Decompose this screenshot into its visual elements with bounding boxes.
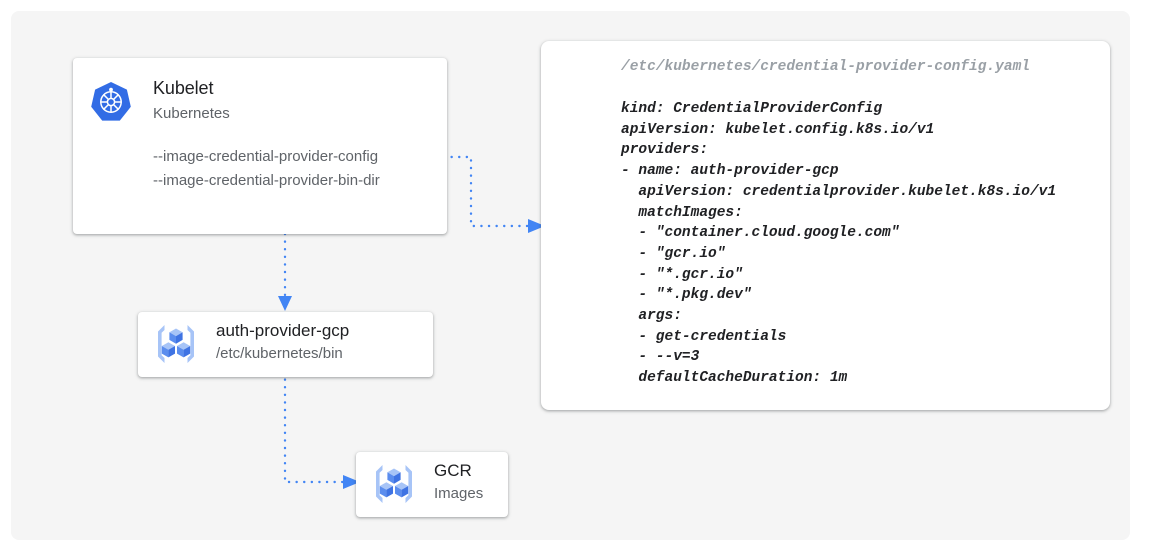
gcr-card-subtitle: Images [434, 485, 484, 502]
kubernetes-logo-icon [88, 80, 134, 126]
yaml-file-path: /etc/kubernetes/credential-provider-conf… [621, 59, 1030, 75]
auth-provider-card[interactable]: auth-provider-gcp /etc/kubernetes/bin [138, 312, 433, 377]
kubelet-card[interactable]: Kubelet Kubernetes --image-credential-pr… [73, 58, 447, 234]
auth-provider-card-title: auth-provider-gcp [216, 321, 350, 340]
gcr-card[interactable]: GCR Images [356, 452, 508, 517]
auth-provider-card-subtitle: /etc/kubernetes/bin [216, 345, 343, 362]
kubelet-card-title: Kubelet [153, 78, 214, 98]
yaml-config-card[interactable]: /etc/kubernetes/credential-provider-conf… [541, 41, 1110, 410]
gcp-container-registry-icon [148, 316, 204, 372]
kubelet-card-bindir-flag: --image-credential-provider-bin-dir [153, 172, 380, 189]
gcr-card-title: GCR [434, 461, 472, 480]
yaml-config-body: kind: CredentialProviderConfig apiVersio… [621, 101, 1057, 387]
kubelet-card-subtitle: Kubernetes [153, 105, 230, 122]
kubelet-card-config-flag: --image-credential-provider-config [153, 148, 379, 165]
gcp-container-registry-icon [366, 456, 422, 512]
